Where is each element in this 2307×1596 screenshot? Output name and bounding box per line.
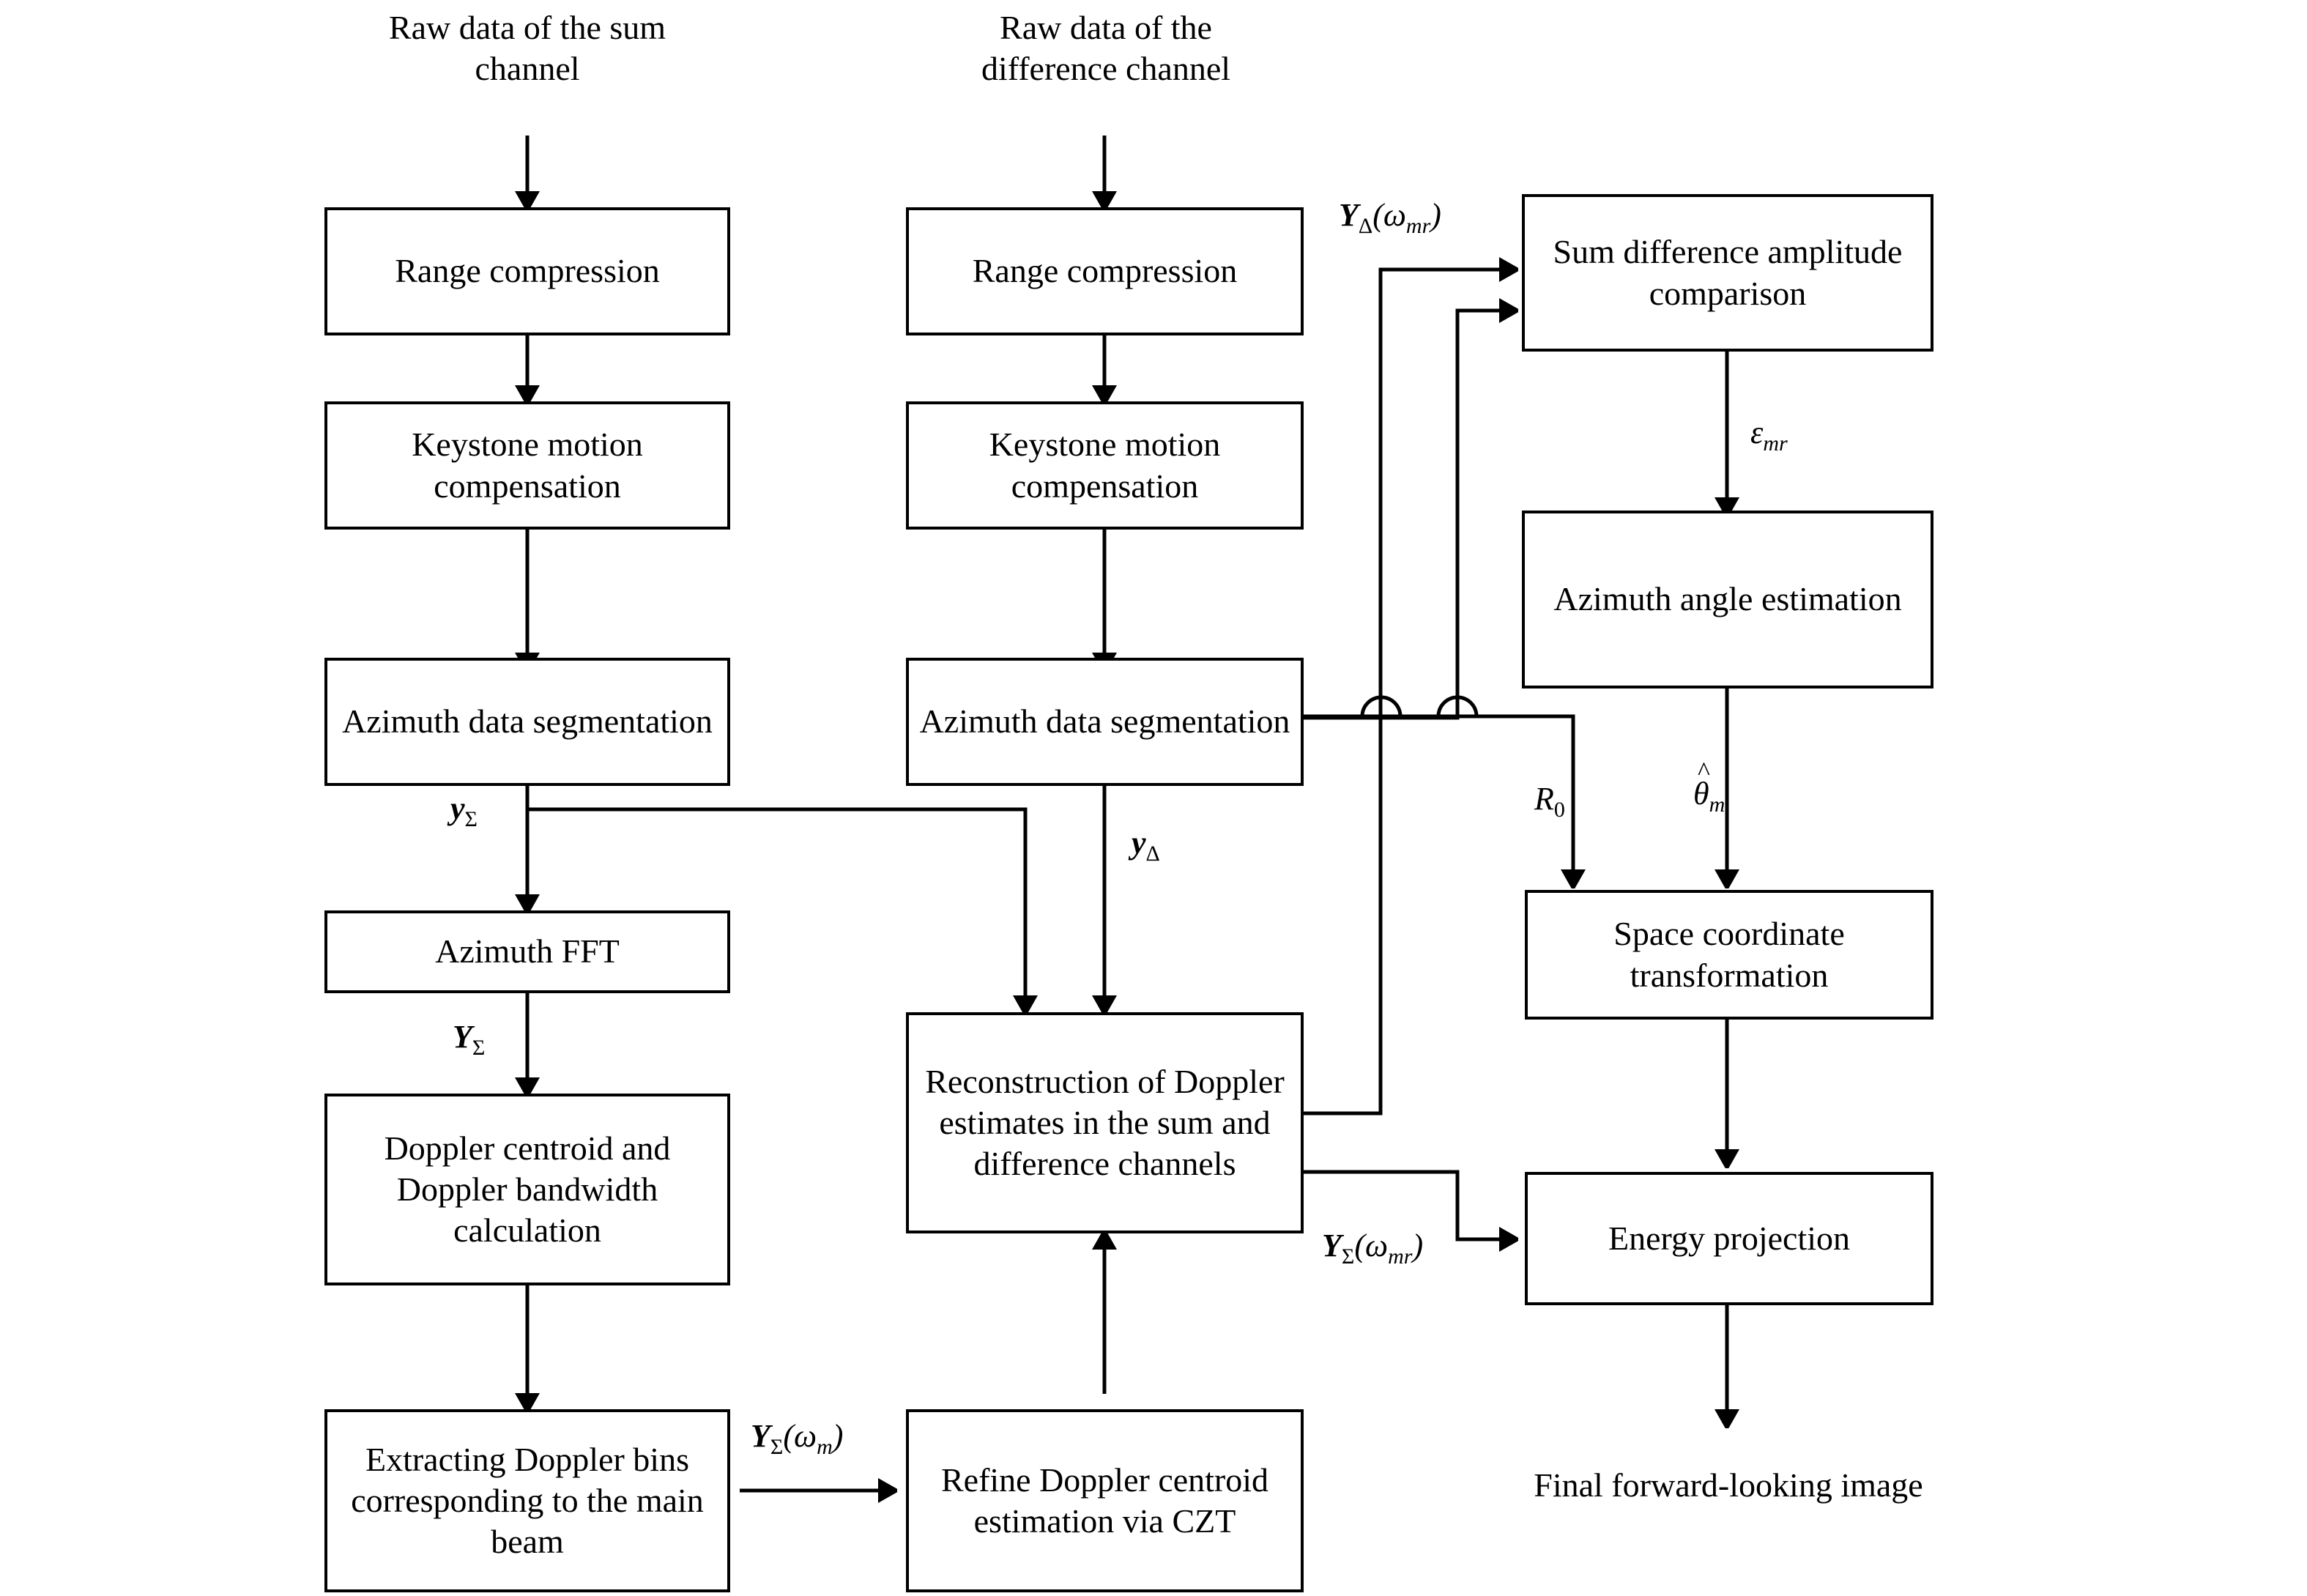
node-sum-keystone-motion-compensation[interactable]: Keystone motion compensation: [324, 401, 730, 530]
raw-data-sum-channel-label: Raw data of the sum channel: [388, 9, 666, 88]
node-extracting-doppler-bins[interactable]: Extracting Doppler bins corresponding to…: [324, 1409, 730, 1592]
edge-label-capital-y-sigma: YΣ: [453, 1019, 486, 1060]
node-difference-keystone-motion-compensation[interactable]: Keystone motion compensation: [906, 401, 1304, 530]
node-space-coordinate-transformation[interactable]: Space coordinate transformation: [1525, 890, 1933, 1020]
raw-data-difference-channel-label: Raw data of the difference channel: [981, 9, 1231, 88]
wire-hop-icon: [1360, 695, 1403, 717]
edge-label-y-sigma-omega-mr: YΣ(ωmr): [1322, 1228, 1424, 1269]
node-refine-doppler-centroid-czt[interactable]: Refine Doppler centroid estimation via C…: [906, 1409, 1304, 1592]
edge-label-y-delta-omega-mr: YΔ(ωmr): [1339, 197, 1441, 238]
node-difference-azimuth-data-segmentation[interactable]: Azimuth data segmentation: [906, 658, 1304, 786]
wire-hop-icon: [1436, 695, 1479, 717]
final-forward-looking-image-label: Final forward-looking image: [1534, 1466, 1923, 1504]
edge-label-theta-hat-m: ^ θm: [1693, 757, 1725, 817]
edge-label-y-sigma-omega-m: YΣ(ωm): [751, 1418, 844, 1459]
edge-label-epsilon-mr: εmr: [1750, 415, 1788, 456]
node-sum-difference-amplitude-comparison[interactable]: Sum difference amplitude comparison: [1522, 194, 1933, 352]
node-energy-projection[interactable]: Energy projection: [1525, 1172, 1933, 1305]
node-azimuth-fft[interactable]: Azimuth FFT: [324, 910, 730, 993]
node-sum-azimuth-data-segmentation[interactable]: Azimuth data segmentation: [324, 658, 730, 786]
node-doppler-centroid-bandwidth-calculation[interactable]: Doppler centroid and Doppler bandwidth c…: [324, 1094, 730, 1285]
edge-label-r-zero: R0: [1534, 781, 1565, 822]
node-difference-range-compression[interactable]: Range compression: [906, 207, 1304, 335]
node-sum-range-compression[interactable]: Range compression: [324, 207, 730, 335]
node-reconstruction-of-doppler-estimates[interactable]: Reconstruction of Doppler estimates in t…: [906, 1012, 1304, 1233]
edge-label-y-sigma: yΣ: [450, 790, 478, 831]
edge-label-y-delta: yΔ: [1132, 825, 1160, 866]
node-azimuth-angle-estimation[interactable]: Azimuth angle estimation: [1522, 511, 1933, 688]
